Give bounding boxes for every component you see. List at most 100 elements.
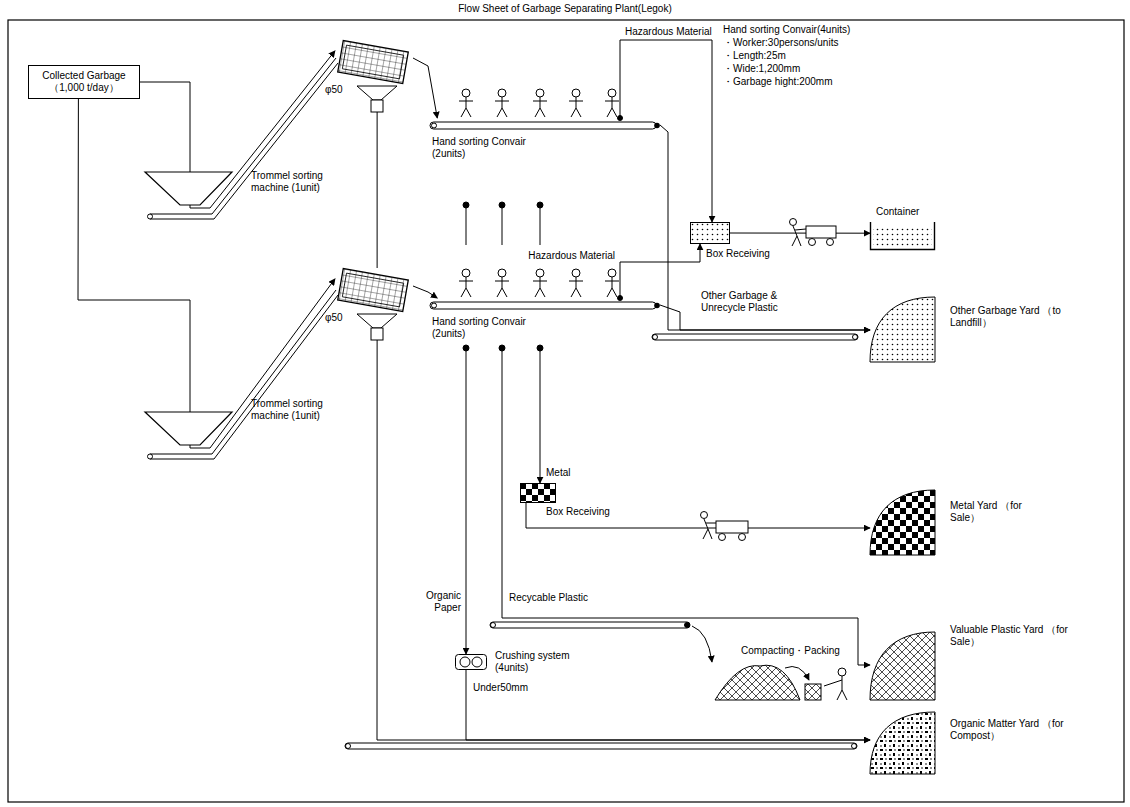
hand-cart (716, 521, 748, 533)
flow-line (413, 286, 437, 298)
note-label: ・Wide:1,200mm (722, 63, 801, 75)
note-label: ・Length:25m (722, 50, 787, 62)
flow-line (660, 125, 870, 330)
belt-conveyor (652, 334, 858, 340)
compacting-area (785, 667, 809, 681)
note-label: Under50mm (472, 682, 529, 694)
receiving-hopper (145, 412, 232, 445)
worker-figure (497, 288, 502, 297)
shape-part (357, 86, 397, 100)
storage-yard-outline (870, 297, 935, 362)
storage-yard: Other Garbage Yard （to Landfill） (870, 297, 935, 362)
hand-cart (701, 512, 708, 519)
trommel-screen: φ50Trommel sorting machine (1unit) (335, 268, 413, 340)
sorting-chute (499, 202, 505, 208)
worker-figure (459, 101, 473, 102)
worker-figure (502, 277, 503, 288)
frame (8, 20, 1124, 802)
worker-figure (608, 269, 616, 277)
shape-part (430, 302, 656, 309)
sorting-chute (463, 202, 469, 208)
hand-cart (706, 523, 716, 524)
shape-part (691, 223, 730, 244)
hand-cart (703, 529, 708, 539)
hand-cart (809, 239, 816, 246)
flow-line (466, 348, 467, 654)
input-box: Collected Garbage （1,000 t/day） (28, 65, 140, 99)
receiving-box-outline (690, 222, 730, 244)
shape-part (456, 655, 487, 670)
worker-figure (466, 108, 471, 117)
storage-yard: Metal Yard （for Sale） (870, 490, 935, 555)
sorting-chute (540, 205, 541, 245)
sorting-chute (463, 345, 469, 351)
title: Flow Sheet of Garbage Separating Plant(L… (0, 3, 1130, 15)
belt-conveyor (345, 743, 857, 749)
sorting-conveyor: Hand sorting Convair (2units) (428, 298, 660, 348)
sorting-chute (499, 345, 505, 351)
trommel-screen: φ50Trommel sorting machine (1unit) (335, 40, 413, 112)
shape-part (472, 657, 482, 667)
shape-part (870, 297, 935, 362)
worker-figure (605, 281, 619, 282)
worker-figure (612, 97, 613, 108)
worker-figure (608, 89, 616, 97)
node-text: Container (876, 206, 919, 218)
hand-cart (797, 236, 801, 246)
worker-figure (533, 101, 547, 102)
hand-cart (790, 219, 797, 226)
hand-cart (792, 236, 797, 246)
feed-conveyor (148, 214, 153, 219)
receiving-box: MetalBox Receiving (520, 483, 556, 503)
sorting-chute (502, 205, 503, 245)
node-text: Valuable Plastic Yard （for Sale） (950, 624, 1068, 648)
flow-line (620, 244, 700, 298)
storage-yard: Valuable Plastic Yard （for Sale） (870, 632, 935, 700)
shape-part (873, 228, 932, 248)
node-text: Metal (546, 467, 570, 479)
worker-figure (612, 108, 617, 117)
receiving-hopper (145, 172, 232, 205)
crusher: Crushing system (4units) (455, 654, 487, 670)
worker-figure (540, 288, 545, 297)
node-text: Metal Yard （for Sale） (950, 500, 1022, 524)
compacting-area (692, 626, 847, 700)
worker-figure (495, 101, 509, 102)
storage-yard-outline (870, 632, 935, 700)
node-text: φ50 (325, 312, 343, 324)
worker-figure (572, 269, 580, 277)
flow-line (377, 112, 378, 268)
feed-conveyor (148, 58, 339, 459)
shape-part (870, 712, 935, 774)
shape-part (432, 123, 437, 128)
node-text: Hand sorting Convair (2units) (432, 316, 552, 340)
compacting-area (805, 684, 821, 700)
node-text: Crushing system (4units) (495, 650, 583, 674)
belt-conveyor (345, 334, 858, 749)
sorting-chute (537, 345, 543, 351)
worker-figure (462, 89, 470, 97)
hand-cart (739, 534, 746, 541)
node-text: Hand sorting Convair (2units) (432, 136, 552, 160)
note-label: Hand sorting Convair(4units) (722, 24, 851, 36)
shape-part (870, 490, 935, 555)
worker-figure (459, 281, 473, 282)
shape-part (521, 484, 556, 503)
worker-figure (576, 97, 577, 108)
worker-figure (466, 277, 467, 288)
hand-cart (793, 226, 797, 236)
crusher-outline (455, 654, 487, 670)
note-label: Other Garbage & Unrecycle Plastic (700, 290, 812, 314)
shape-part (342, 45, 403, 79)
worker-figure (461, 288, 466, 297)
flow-line (620, 40, 712, 222)
flow-line (140, 51, 335, 208)
worker-figure (497, 108, 502, 117)
shape-part (342, 273, 403, 307)
shape-part (371, 100, 383, 112)
trommel-screen-outline (335, 40, 413, 112)
container: Container (870, 222, 935, 250)
note-label: Recycable Plastic (508, 592, 589, 604)
worker-figure (612, 288, 617, 297)
compacting-area (824, 680, 842, 686)
